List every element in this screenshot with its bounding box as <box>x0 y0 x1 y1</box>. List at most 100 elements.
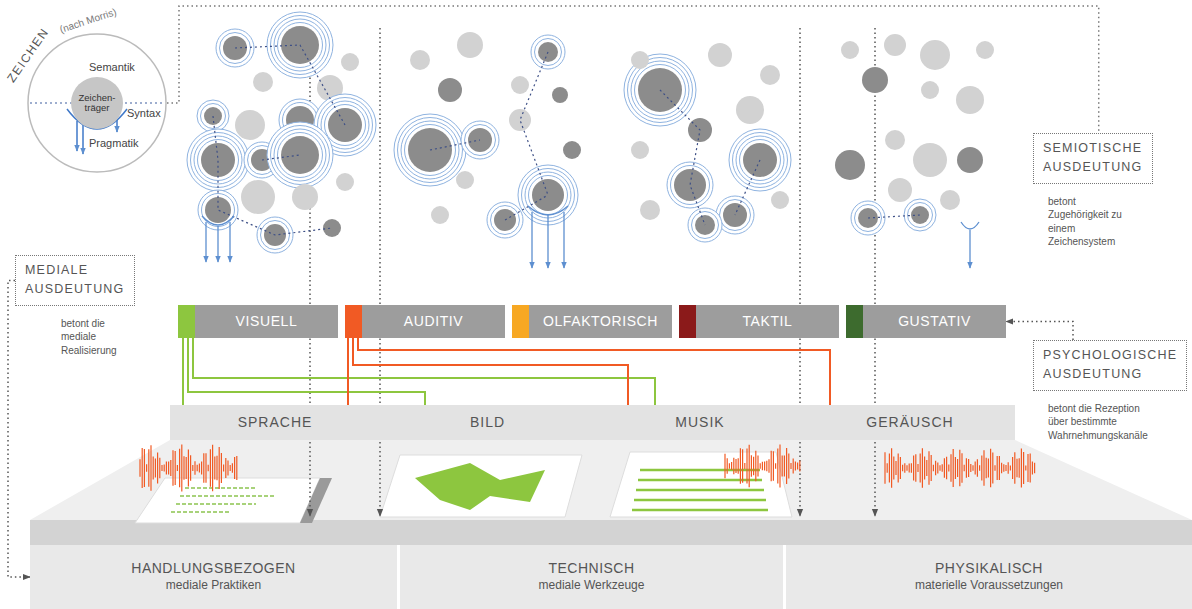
wave-stroke <box>731 462 732 470</box>
wave-stroke <box>968 459 969 477</box>
score-card <box>610 452 792 517</box>
wave-stroke <box>1010 466 1011 471</box>
wave-stroke <box>799 461 800 472</box>
sign-circle <box>253 72 273 92</box>
media-label: BILD <box>380 405 595 440</box>
wave-stroke <box>924 456 925 479</box>
wave-stroke <box>904 463 905 473</box>
wave-stroke <box>755 451 756 482</box>
foundation-heading: TECHNISCH <box>400 559 783 577</box>
ring <box>191 133 246 188</box>
wave-stroke <box>900 457 901 479</box>
sign-circle <box>921 81 939 99</box>
pragmatic-arrow <box>82 125 84 154</box>
wave-stroke <box>1025 465 1026 470</box>
wave-stroke <box>744 463 745 469</box>
vertical-dotted-arrows <box>310 28 875 516</box>
wave-stroke <box>775 463 776 469</box>
media-band: SPRACHE <box>170 405 380 440</box>
wave-stroke <box>891 448 892 488</box>
wave-stroke <box>786 448 787 484</box>
wave-stroke <box>205 453 206 482</box>
ring <box>667 162 713 208</box>
sign-circle <box>835 150 865 180</box>
sense-bar: AUDITIV <box>345 305 505 338</box>
waveform <box>140 445 237 492</box>
wave-stroke <box>221 453 222 483</box>
connector <box>358 338 830 405</box>
wave-stroke <box>955 457 956 479</box>
callout-box: MEDIALE AUSDEUTUNGbetont die mediale Rea… <box>15 255 135 306</box>
wave-stroke <box>139 459 140 477</box>
ring <box>271 126 330 185</box>
media-band: GERÄUSCH <box>805 405 1015 440</box>
sense-label: GUSTATIV <box>863 305 1006 338</box>
wave-stroke <box>966 458 967 478</box>
wave-stroke <box>164 465 165 472</box>
sign-circle <box>760 65 780 85</box>
media-label: MUSIK <box>595 405 805 440</box>
wave-stroke <box>939 465 940 470</box>
wave-stroke <box>948 465 949 472</box>
callout-description: betont die mediale Realisierung <box>61 317 125 358</box>
dotted-link <box>660 90 705 225</box>
wave-stroke <box>937 462 938 473</box>
syntax-label: Syntax <box>127 107 161 119</box>
wave-stroke <box>142 448 143 488</box>
wave-stroke <box>988 458 989 477</box>
wave-stroke <box>788 453 789 478</box>
circle-cluster <box>394 32 581 268</box>
wave-stroke <box>946 457 947 480</box>
sign-circle <box>956 86 984 114</box>
sense-label: TAKTIL <box>696 305 839 338</box>
wave-stroke <box>738 458 739 474</box>
foundation-heading: HANDLUNGSBEZOGEN <box>30 559 397 577</box>
ring <box>198 140 239 181</box>
wave-stroke <box>1023 452 1024 484</box>
wave-stroke <box>1005 465 1006 471</box>
wave-stroke <box>972 465 973 470</box>
wave-stroke <box>1019 458 1020 478</box>
wave-stroke <box>1032 462 1033 475</box>
wave-stroke <box>753 457 754 476</box>
wave-stroke <box>230 465 231 471</box>
sign-circle <box>457 32 483 58</box>
wave-stroke <box>166 461 167 474</box>
pragmatic-arrow <box>229 222 230 262</box>
sense-label: VISUELL <box>195 305 338 338</box>
dotted-link <box>520 52 548 195</box>
text-line <box>185 487 255 489</box>
ring <box>529 176 568 215</box>
sign-circle <box>532 179 564 211</box>
wave-stroke <box>740 448 741 483</box>
wave-stroke <box>950 454 951 482</box>
sign-circle <box>292 184 318 210</box>
color-swatch <box>846 305 863 338</box>
wave-stroke <box>766 461 767 471</box>
foundation-box: TECHNISCHmediale Werkzeuge <box>400 545 783 609</box>
wave-stroke <box>203 453 204 482</box>
wave-stroke <box>1012 457 1013 479</box>
sign-circle <box>509 109 531 131</box>
ring <box>267 122 333 188</box>
pragmatic-arrow <box>217 226 218 262</box>
wave-stroke <box>212 445 213 491</box>
callout-description: betont die Rezeption über bestimmte Wahr… <box>1048 402 1160 443</box>
pragmatic-arc <box>961 222 979 229</box>
sense-bar: TAKTIL <box>679 305 839 338</box>
foundation-box: HANDLUNGSBEZOGENmediale Praktiken <box>30 545 397 609</box>
wave-stroke <box>994 465 995 471</box>
ring <box>274 129 326 181</box>
foundation-heading: PHYSIKALISCH <box>786 559 1192 577</box>
wave-stroke <box>146 464 147 471</box>
wave-stroke <box>764 462 765 471</box>
wave-stroke <box>1001 463 1002 474</box>
dotted-link <box>868 215 920 218</box>
wave-stroke <box>959 450 960 487</box>
wave-stroke <box>733 458 734 474</box>
wave-stroke <box>1030 453 1031 482</box>
wave-stroke <box>735 459 736 473</box>
pragmatic-arrow <box>116 120 118 132</box>
wave-stroke <box>997 456 998 480</box>
sign-circle <box>552 87 568 103</box>
